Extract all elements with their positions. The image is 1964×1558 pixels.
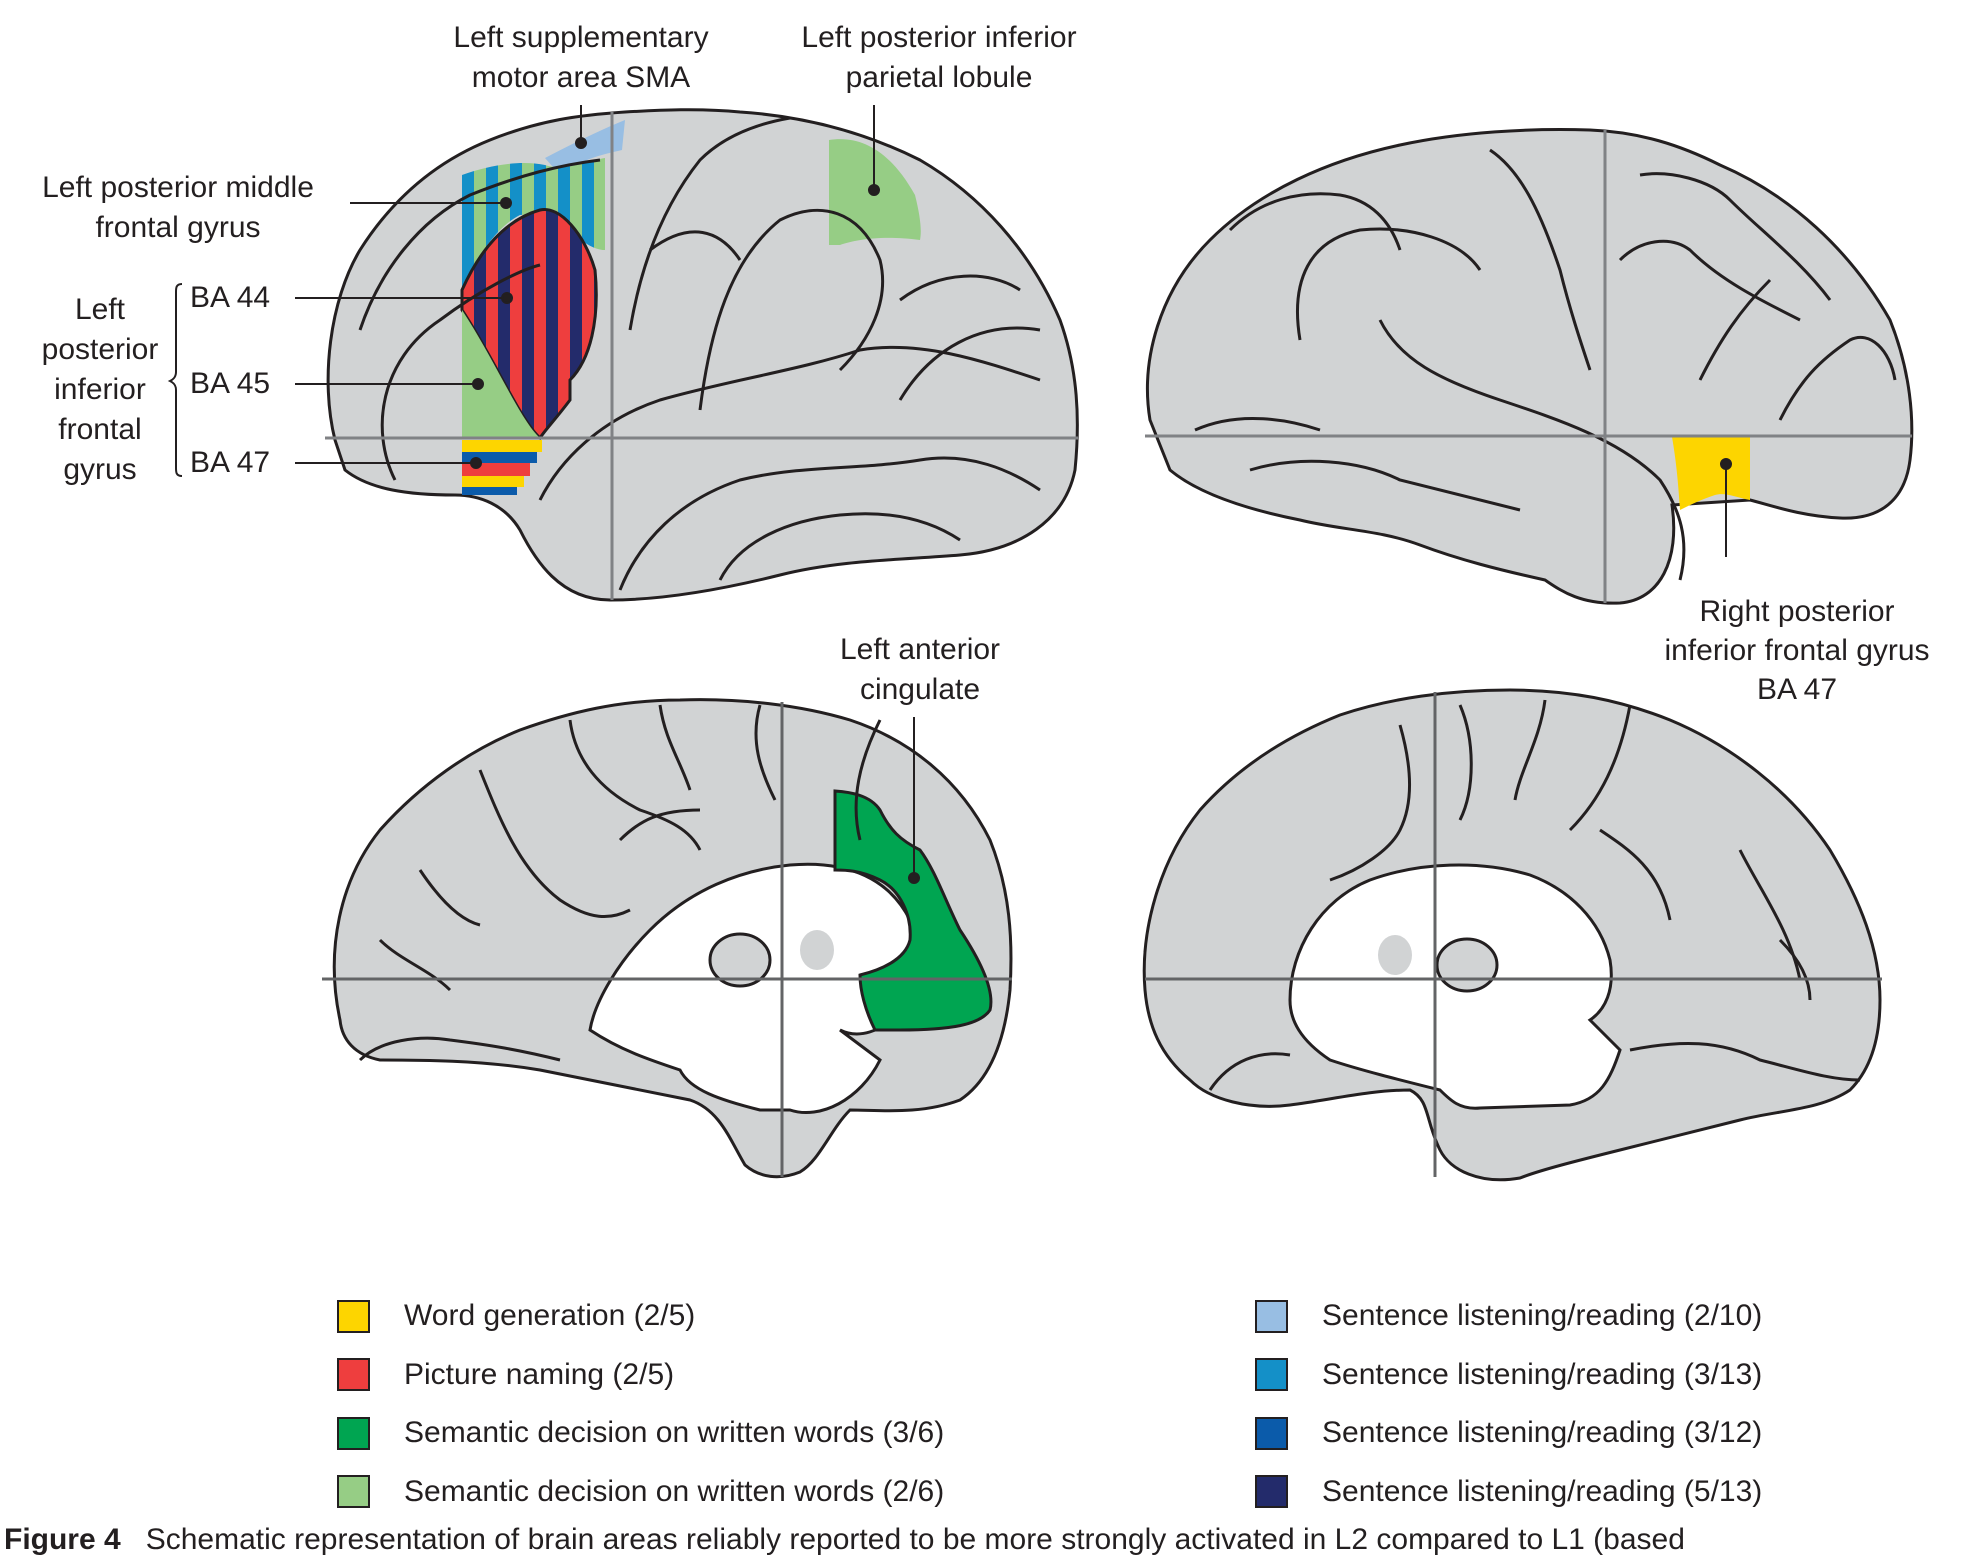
label-ba44: BA 44 bbox=[190, 281, 271, 314]
label-inferior-frontal-gyrus-group: Left posterior inferior frontal gyrus bbox=[42, 290, 159, 490]
label-line: inferior bbox=[54, 373, 146, 406]
sulci bbox=[1208, 699, 1861, 1091]
legend-label: Sentence listening/reading (3/13) bbox=[1322, 1357, 1763, 1391]
caption-text: Schematic representation of brain areas … bbox=[145, 1523, 1685, 1556]
label-line: Left posterior inferior bbox=[801, 21, 1077, 54]
legend-label: Semantic decision on written words (3/6) bbox=[404, 1416, 945, 1449]
label-line: Left supplementary bbox=[453, 21, 709, 54]
label-line: posterior bbox=[41, 333, 159, 366]
legend-swatch bbox=[337, 1416, 370, 1450]
caption-label: Figure 4 bbox=[4, 1523, 121, 1556]
sulci bbox=[358, 704, 882, 1062]
legend-label: Picture naming (2/5) bbox=[404, 1357, 675, 1391]
legend-item: Word generation (2/5) bbox=[337, 1297, 695, 1335]
legend-item: Sentence listening/reading (3/12) bbox=[1255, 1414, 1762, 1452]
sulci bbox=[1194, 148, 1897, 581]
legend-label: Word generation (2/5) bbox=[404, 1299, 696, 1332]
legend-label: Sentence listening/reading (5/13) bbox=[1322, 1474, 1763, 1508]
region-anterior-cingulate bbox=[833, 789, 993, 1032]
leader-lines bbox=[1720, 458, 1732, 557]
legend-swatch bbox=[337, 1299, 370, 1333]
label-line: parietal lobule bbox=[845, 61, 1033, 94]
legend-label: Sentence listening/reading (2/10) bbox=[1322, 1299, 1763, 1332]
region-ba45 bbox=[462, 310, 540, 438]
legend-item: Sentence listening/reading (5/13) bbox=[1255, 1473, 1762, 1511]
anterior-commissure bbox=[800, 930, 834, 970]
label-ba45: BA 45 bbox=[190, 367, 271, 400]
brain-outline bbox=[326, 108, 1079, 602]
leader-lines bbox=[295, 105, 880, 469]
region-right-ba47 bbox=[1672, 437, 1750, 510]
legend-item: Semantic decision on written words (2/6) bbox=[337, 1473, 944, 1511]
label-line: motor area SMA bbox=[471, 61, 691, 94]
thalamus bbox=[1435, 937, 1499, 993]
label-line: BA 47 bbox=[1756, 673, 1838, 706]
thalamus bbox=[708, 932, 772, 988]
label-line: Left anterior bbox=[839, 633, 1001, 666]
label-ba47: BA 47 bbox=[190, 446, 271, 479]
label-line: inferior frontal gyrus bbox=[1664, 634, 1930, 667]
anterior-commissure bbox=[1378, 935, 1412, 975]
region-ba44 bbox=[460, 208, 598, 441]
label-line: Left bbox=[74, 293, 126, 326]
legend-swatch bbox=[1255, 1358, 1288, 1391]
left-lateral-hemisphere bbox=[167, 105, 1079, 602]
leader-lines bbox=[908, 717, 920, 884]
left-medial-hemisphere bbox=[322, 698, 1013, 1179]
legend-label: Semantic decision on written words (2/6) bbox=[404, 1474, 945, 1508]
legend-item: Picture naming (2/5) bbox=[337, 1356, 674, 1394]
right-lateral-hemisphere bbox=[1145, 128, 1914, 605]
sulci bbox=[358, 116, 1041, 591]
legend-swatch bbox=[337, 1358, 370, 1391]
label-sma: Left supplementary motor area SMA bbox=[453, 18, 708, 98]
label-parietal-lobule: Left posterior inferior parietal lobule bbox=[801, 18, 1076, 98]
right-medial-hemisphere bbox=[1142, 688, 1882, 1182]
legend-swatch bbox=[1255, 1299, 1288, 1333]
legend-item: Sentence listening/reading (2/10) bbox=[1255, 1297, 1762, 1335]
brain-outline bbox=[1146, 128, 1914, 605]
legend-swatch bbox=[337, 1475, 370, 1508]
label-middle-frontal-gyrus: Left posterior middle frontal gyrus bbox=[42, 168, 314, 248]
legend-swatch bbox=[1255, 1416, 1288, 1450]
label-line: Left posterior middle bbox=[42, 171, 314, 204]
label-line: Right posterior bbox=[1699, 595, 1895, 628]
label-line: cingulate bbox=[859, 673, 981, 706]
legend-label: Sentence listening/reading (3/12) bbox=[1322, 1416, 1763, 1449]
legend-item: Semantic decision on written words (3/6) bbox=[337, 1414, 944, 1452]
label-right-inferior-frontal-gyrus: Right posterior inferior frontal gyrus B… bbox=[1664, 592, 1929, 709]
legend-swatch bbox=[1255, 1475, 1288, 1508]
label-line: frontal bbox=[58, 413, 142, 446]
label-anterior-cingulate: Left anterior cingulate bbox=[840, 630, 1000, 710]
label-line: gyrus bbox=[63, 453, 137, 486]
legend-item: Sentence listening/reading (3/13) bbox=[1255, 1356, 1762, 1394]
region-sma bbox=[545, 120, 625, 175]
figure-caption: Figure 4 Schematic representation of bra… bbox=[4, 1522, 1685, 1558]
label-line: frontal gyrus bbox=[95, 211, 261, 244]
region-mfg bbox=[462, 158, 605, 290]
ifg-bracket bbox=[167, 283, 183, 477]
